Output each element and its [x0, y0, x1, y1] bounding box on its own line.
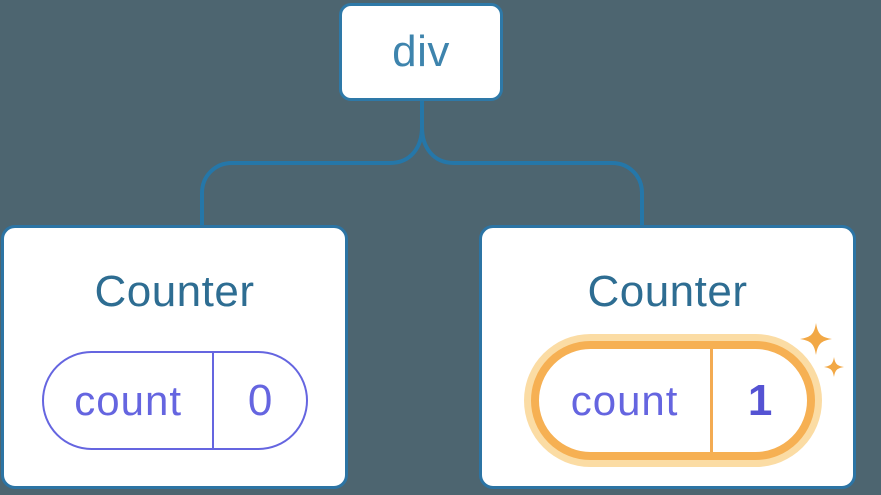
- state-value-section: 1: [713, 349, 807, 452]
- tree-root-node: div: [339, 3, 503, 101]
- counter-card-left: Counter count 0: [1, 225, 348, 489]
- component-title: Counter: [587, 267, 748, 316]
- state-name-label: count: [74, 376, 183, 424]
- state-value-section: 0: [214, 353, 306, 448]
- component-title: Counter: [94, 267, 255, 316]
- root-node-label: div: [392, 27, 450, 76]
- state-value-label: 0: [247, 375, 273, 425]
- state-value-label: 1: [747, 375, 773, 425]
- counter-card-right: Counter count 1: [479, 225, 856, 489]
- connector-branch-right: [420, 100, 644, 225]
- state-pill-count-1-highlighted: count 1: [531, 341, 815, 460]
- state-name-section: count: [44, 353, 215, 448]
- state-pill-count-0: count 0: [42, 351, 308, 450]
- state-name-label: count: [570, 376, 679, 424]
- state-name-section: count: [539, 349, 714, 452]
- connector-branch-left: [200, 100, 424, 225]
